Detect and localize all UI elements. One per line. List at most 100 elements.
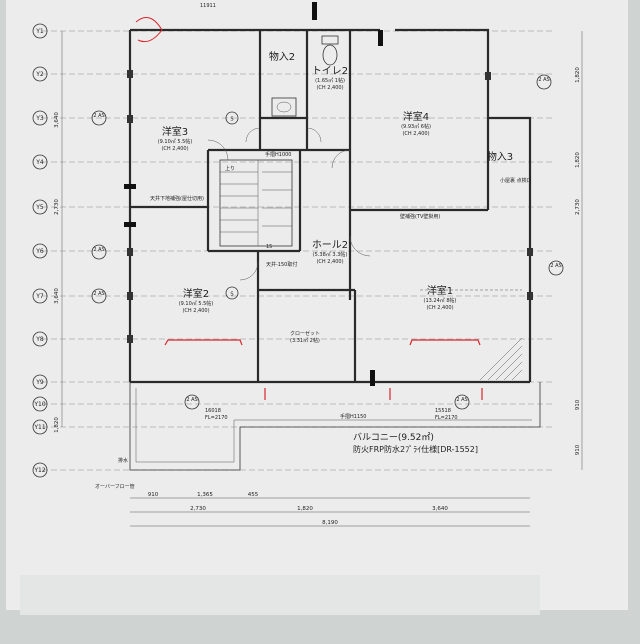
room-ch-toilet2: (CH 2,400) bbox=[316, 85, 343, 91]
door-tags: S S 2 AS 2 AS 2 AS 2 AS 2 AS 2 AS 2 AS bbox=[91, 74, 564, 410]
as-tag-text: 2 AS bbox=[93, 113, 104, 119]
interior-walls bbox=[130, 30, 490, 382]
room-area-toilet2: (1.65㎡ 1帖) bbox=[315, 77, 345, 84]
balcony-stair-hatch bbox=[420, 289, 523, 381]
as-tag-4: 2 AS bbox=[536, 74, 552, 90]
annotation-labels: クローゼット (3.31㎡ 2帖) 小屋裏 点検口 天井下地補強(屋仕切用) 壁… bbox=[95, 3, 532, 490]
axis-bubble-y3: Y3 bbox=[32, 110, 48, 126]
axis-bubble-y2: Y2 bbox=[32, 66, 48, 82]
axis-label-y6: Y6 bbox=[35, 248, 44, 255]
as-tag-text: 2 AS bbox=[550, 263, 561, 269]
door-tag-1: S bbox=[225, 111, 239, 125]
room-area-yoshitsu1: (13.24㎡ 8帖) bbox=[424, 297, 457, 304]
fl-label-1: FL=2170 bbox=[205, 415, 228, 421]
as-tag-text: 2 AS bbox=[456, 397, 467, 403]
left-dim-1: 3,640 bbox=[54, 112, 60, 128]
as-tag-text: 2 AS bbox=[538, 77, 549, 83]
axis-bubble-y7: Y7 bbox=[32, 288, 48, 304]
room-ch-yoshitsu2: (CH 2,400) bbox=[182, 308, 209, 314]
room-name-yoshitsu4: 洋室4 bbox=[403, 110, 429, 123]
left-dimension-chain: 3,640 2,730 3,640 1,820 bbox=[54, 31, 63, 433]
room-labels: 洋室3 (9.10㎡ 5.5帖) (CH 2,400) 洋室4 (9.93㎡ 6… bbox=[158, 50, 513, 314]
red-annotations bbox=[135, 17, 483, 400]
door-tag-text: S bbox=[230, 117, 233, 123]
left-dim-3: 3,640 bbox=[54, 288, 60, 304]
overflow-pipe-label: オーバーフロー管 bbox=[95, 483, 135, 490]
closet-label: クローゼット bbox=[290, 330, 320, 337]
axis-label-y10: Y10 bbox=[33, 401, 45, 408]
axis-bubble-y6: Y6 bbox=[32, 243, 48, 259]
closet-area-label: (3.31㎡ 2帖) bbox=[290, 337, 320, 344]
axis-label-y1: Y1 bbox=[35, 28, 44, 35]
handrail-note-1: 手摺H1000 bbox=[265, 151, 292, 158]
dim-row1-3640: 3,640 bbox=[432, 506, 448, 512]
room-ch-yoshitsu4: (CH 2,400) bbox=[402, 131, 429, 137]
dim-row1-1365: 1,365 bbox=[197, 492, 213, 498]
axis-label-y4: Y4 bbox=[35, 159, 44, 166]
wall-pillars bbox=[127, 70, 533, 343]
code-label-2: 15518 bbox=[435, 408, 451, 414]
dim-total: 8,190 bbox=[322, 520, 338, 526]
attic-hatch-label: 小屋裏 点検口 bbox=[500, 177, 532, 184]
dim-row2-2730: 2,730 bbox=[190, 506, 206, 512]
as-tag-5: 2 AS bbox=[548, 260, 564, 276]
axis-bubble-y10: Y10 bbox=[32, 396, 48, 412]
balcony-label: バルコニー(9.52㎡) bbox=[353, 432, 434, 443]
right-dim-3: 2,730 bbox=[575, 199, 581, 215]
exterior-walls bbox=[128, 28, 541, 471]
room-area-yoshitsu3: (9.10㎡ 5.5帖) bbox=[158, 138, 193, 145]
axis-bubble-y9: Y9 bbox=[32, 374, 48, 390]
as-tag-7: 2 AS bbox=[454, 394, 470, 410]
stair-steps-label: 15 bbox=[266, 244, 272, 250]
toilet-fixture bbox=[321, 35, 339, 66]
room-name-yoshitsu3: 洋室3 bbox=[162, 125, 188, 138]
room-area-yoshitsu4: (9.93㎡ 6帖) bbox=[401, 123, 431, 130]
code-label-1: 16018 bbox=[205, 408, 221, 414]
left-dim-4: 1,820 bbox=[54, 417, 60, 433]
room-name-hall2: ホール2 bbox=[312, 239, 348, 251]
dim-row1-1820: 1,820 bbox=[297, 506, 313, 512]
stair-top-note: 天井-150取付 bbox=[266, 261, 297, 268]
bottom-dimension-lines: 910 1,365 455 1,820 3,640 2,730 8,190 bbox=[130, 492, 530, 527]
as-tag-1: 2 AS bbox=[91, 110, 107, 126]
door-tag-2: S bbox=[225, 286, 239, 300]
paper bbox=[6, 0, 628, 610]
right-dim-2: 1,820 bbox=[575, 152, 581, 168]
as-tag-text: 2 AS bbox=[93, 247, 104, 253]
axis-label-y9: Y9 bbox=[35, 379, 44, 386]
stair-up-label: 上り bbox=[225, 165, 235, 172]
drain-label: 排水 bbox=[118, 457, 128, 464]
room-ch-hall2: (CH 2,400) bbox=[316, 259, 343, 265]
axis-bubble-y8: Y8 bbox=[32, 331, 48, 347]
axis-bubble-y11: Y11 bbox=[32, 419, 48, 435]
right-dim-1: 1,820 bbox=[575, 67, 581, 83]
door-tag-text: S bbox=[230, 292, 233, 298]
staircase: 上り 15 天井-150取付 bbox=[219, 159, 297, 268]
room-area-hall2: (5.38㎡ 3.3帖) bbox=[313, 251, 348, 258]
axis-bubble-y5: Y5 bbox=[32, 199, 48, 215]
axis-label-y7: Y7 bbox=[35, 293, 44, 300]
axis-bubble-y4: Y4 bbox=[32, 154, 48, 170]
axis-label-y2: Y2 bbox=[35, 71, 44, 78]
room-name-yoshitsu1: 洋室1 bbox=[427, 284, 453, 297]
fl-label-2: FL=2170 bbox=[435, 415, 458, 421]
as-tag-6: 2 AS bbox=[184, 394, 200, 410]
axis-bubble-y12: Y12 bbox=[32, 462, 48, 478]
axis-label-y3: Y3 bbox=[35, 115, 44, 122]
room-ch-yoshitsu1: (CH 2,400) bbox=[426, 305, 453, 311]
axis-label-y5: Y5 bbox=[35, 204, 44, 211]
pipe-markers bbox=[124, 2, 383, 386]
axis-bubble-y1: Y1 bbox=[32, 23, 48, 39]
room-name-closet3: 物入3 bbox=[487, 150, 513, 163]
door-swings bbox=[207, 127, 371, 281]
room-area-yoshitsu2: (9.10㎡ 5.5帖) bbox=[179, 300, 214, 307]
right-dimension-chain: 1,820 1,820 2,730 910 910 bbox=[575, 31, 583, 470]
dim-row1-910: 910 bbox=[148, 492, 159, 498]
axis-label-y11: Y11 bbox=[33, 424, 45, 431]
row-axis-labels: Y1 Y2 Y3 Y4 Y5 Y6 Y7 Y8 Y9 Y10 Y11 Y12 bbox=[32, 23, 48, 478]
room-ch-yoshitsu3: (CH 2,400) bbox=[161, 146, 188, 152]
top-code-label: 11911 bbox=[200, 3, 216, 9]
balcony-spec-label: 防火FRP防水2ﾌﾟﾗｲ仕様[DR-1552] bbox=[353, 444, 478, 454]
as-tag-text: 2 AS bbox=[93, 291, 104, 297]
